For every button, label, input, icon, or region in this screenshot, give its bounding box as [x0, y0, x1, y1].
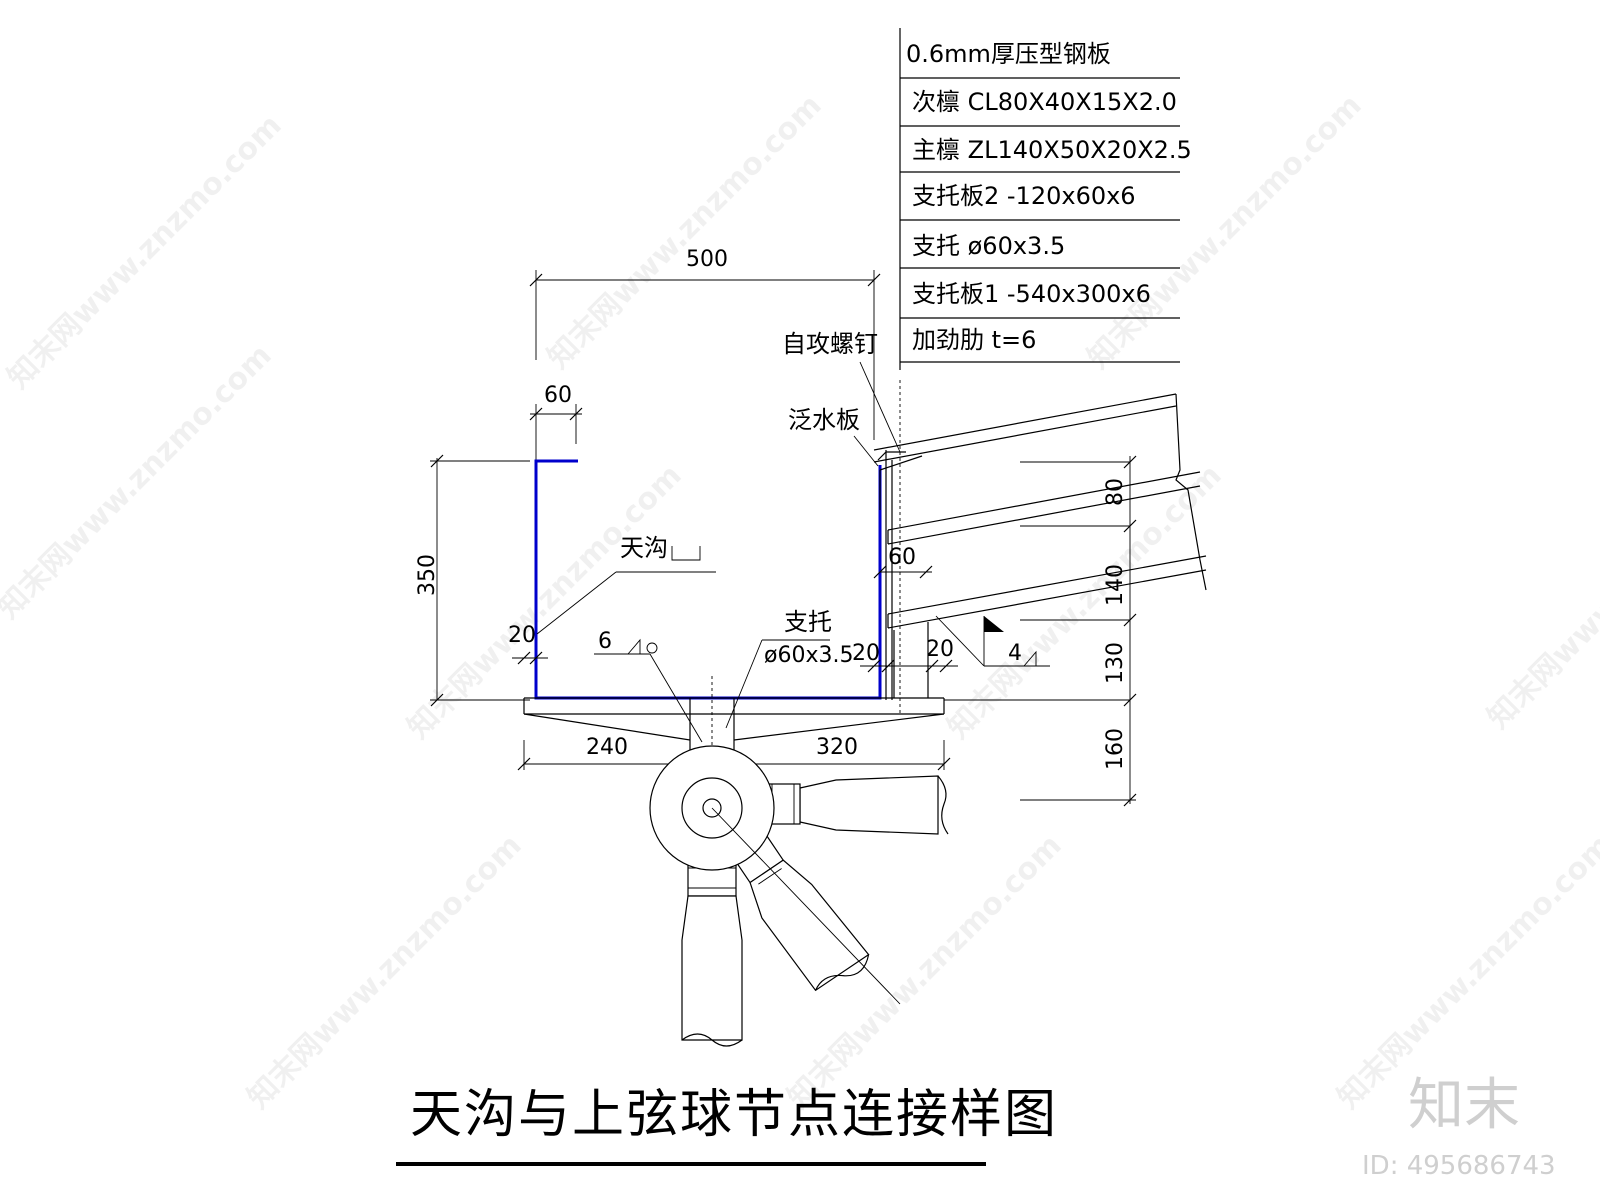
flashing-label: 泛水板	[788, 406, 879, 467]
legend-item: 次檩 CL80X40X15X2.0	[912, 88, 1177, 116]
title-text: 天沟与上弦球节点连接样图	[410, 1085, 1058, 1145]
dimension-gutter-height: 350	[415, 454, 530, 707]
legend-item: 主檩 ZL140X50X20X2.5	[912, 136, 1192, 164]
weld-size: 4	[1008, 641, 1022, 666]
weld-symbol-right: 4	[935, 615, 1050, 667]
weld-symbol-left: 6	[594, 629, 703, 743]
dimension-plate: 240 320	[517, 735, 951, 771]
dimension-label: 140	[1103, 564, 1128, 606]
dimension-lip: 60	[529, 383, 583, 460]
gutter-text: 天沟	[620, 534, 668, 562]
dimension-label: 130	[1103, 642, 1128, 684]
dimension-top-width: 500	[529, 247, 881, 440]
screw-text: 自攻螺钉	[782, 330, 878, 358]
weld-size: 6	[598, 629, 612, 654]
screw-label: 自攻螺钉	[782, 330, 901, 453]
dimension-label: 500	[686, 247, 728, 272]
dimension-label: 60	[888, 545, 916, 570]
support-spec: ø60x3.5	[764, 643, 853, 668]
watermark-text: 知末网www.znzmo.com	[0, 338, 279, 626]
brand-mark: 知末 ID: 495686743	[1362, 1073, 1556, 1181]
dimension-label: 320	[816, 735, 858, 760]
legend-item: 0.6mm厚压型钢板	[906, 40, 1111, 68]
flashing-and-purlins: 60	[873, 380, 1207, 716]
watermark-text: 知末网www.znzmo.com	[401, 458, 689, 746]
support-text: 支托	[784, 608, 832, 636]
dimension-label: 20	[852, 641, 880, 666]
dimension-label: 20	[508, 623, 536, 648]
dimension-label: 350	[415, 554, 440, 596]
dimension-label: 160	[1103, 728, 1128, 770]
gutter-label: 天沟	[536, 534, 716, 635]
image-id: ID: 495686743	[1362, 1151, 1556, 1181]
dimension-label: 60	[544, 383, 572, 408]
material-legend: 0.6mm厚压型钢板 次檩 CL80X40X15X2.0 主檩 ZL140X50…	[899, 28, 1192, 370]
dimension-label: 80	[1103, 478, 1128, 506]
watermark-text: 知末网www.znzmo.com	[1081, 88, 1369, 376]
flashing-text: 泛水板	[788, 406, 860, 434]
legend-item: 加劲肋 t=6	[912, 326, 1036, 354]
watermark-text: 知末网www.znzmo.com	[241, 828, 529, 1116]
drawing-title: 天沟与上弦球节点连接样图	[396, 1085, 1058, 1166]
watermark-text: 知末网www.znzmo.com	[1481, 448, 1600, 736]
legend-item: 支托板2 -120x60x6	[912, 182, 1136, 210]
dimension-label: 20	[926, 637, 954, 662]
legend-item: 支托板1 -540x300x6	[912, 280, 1151, 308]
legend-item: 支托 ø60x3.5	[912, 232, 1065, 260]
dimension-right-chain: 80 140 130 160	[1020, 455, 1137, 807]
ball-node	[649, 745, 949, 1047]
dimension-label: 240	[586, 735, 628, 760]
brand-logo-text: 知末	[1408, 1073, 1520, 1138]
watermark-text: 知末网www.znzmo.com	[941, 458, 1229, 746]
support-pipe	[689, 676, 735, 756]
support-label: 支托 ø60x3.5	[725, 608, 853, 729]
